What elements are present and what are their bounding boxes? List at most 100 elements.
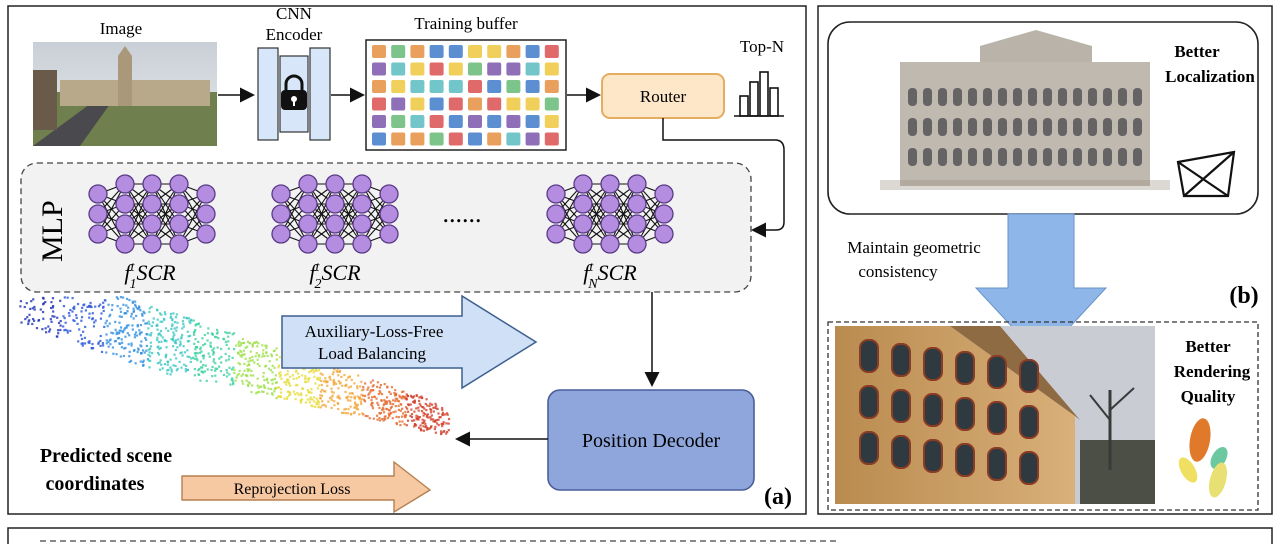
buffer-cell xyxy=(468,115,482,128)
buffer-cell xyxy=(506,115,521,128)
expert-ellipsis: ...... xyxy=(443,199,482,228)
buffer-cell xyxy=(372,132,386,146)
topn-histogram-icon xyxy=(734,71,784,117)
mlp-node xyxy=(546,204,566,224)
mlp-node xyxy=(573,194,593,214)
buffer-cell xyxy=(544,97,559,111)
buffer-cell xyxy=(544,80,559,93)
buffer-cell xyxy=(448,132,463,146)
buffer-cell xyxy=(410,80,425,93)
buffer-cell xyxy=(525,80,540,93)
mlp-node xyxy=(142,194,162,214)
mlp-node xyxy=(352,214,372,234)
gaussian-splats-icon xyxy=(1178,418,1228,498)
mlp-node xyxy=(142,214,162,234)
mlp-node xyxy=(298,234,318,254)
reconstructed-building xyxy=(880,30,1170,190)
buffer-cell xyxy=(410,132,425,146)
buffer-cell xyxy=(544,62,559,76)
buffer-cell xyxy=(372,97,386,111)
lock-icon xyxy=(281,74,307,110)
buffer-cell xyxy=(391,97,406,111)
mlp-node xyxy=(169,194,189,214)
rendered-building-photo xyxy=(835,326,1155,504)
buffer-cell xyxy=(506,45,521,58)
buffer-cell xyxy=(468,80,482,93)
buffer-cell xyxy=(429,80,444,93)
mlp-node xyxy=(546,184,566,204)
buffer-cell xyxy=(525,132,540,146)
mlp-node xyxy=(169,174,189,194)
buffer-cell xyxy=(372,45,386,58)
buffer-cell xyxy=(410,62,425,76)
mlp-node xyxy=(600,234,620,254)
mlp-network-n xyxy=(546,174,674,254)
buffer-cell xyxy=(410,45,425,58)
training-buffer xyxy=(365,39,567,151)
mlp-node xyxy=(379,224,399,244)
panel-b-tag: (b) xyxy=(1229,283,1258,309)
maintain-line1: Maintain geometric xyxy=(847,238,981,257)
buffer-cell xyxy=(525,97,540,111)
mlp-node xyxy=(573,214,593,234)
buffer-cell xyxy=(487,80,502,93)
mlp-node xyxy=(325,234,345,254)
mlp-node xyxy=(627,234,647,254)
mlp-node xyxy=(325,194,345,214)
mlp-node xyxy=(325,214,345,234)
mlp-node xyxy=(573,174,593,194)
reproj-label: Reprojection Loss xyxy=(234,481,351,498)
buffer-cell xyxy=(391,62,406,76)
buffer-cell xyxy=(487,115,502,128)
buffer-cell xyxy=(506,80,521,93)
buffer-cell xyxy=(506,97,521,111)
buffer-cell xyxy=(429,132,444,146)
reprojection-loss-arrow xyxy=(181,460,432,514)
mlp-node xyxy=(352,194,372,214)
router-label: Router xyxy=(640,87,687,106)
better-loc-line1: Better xyxy=(1174,42,1220,61)
buffer-cell xyxy=(468,132,482,146)
input-image xyxy=(33,42,217,146)
buffer-cell xyxy=(391,115,406,128)
topn-label: Top-N xyxy=(740,37,784,56)
mlp-node xyxy=(352,174,372,194)
mlp-node xyxy=(196,184,216,204)
mlp-node xyxy=(627,214,647,234)
cnn-label-line1: CNN xyxy=(276,4,312,23)
buffer-cell xyxy=(391,132,406,146)
mlp-node xyxy=(325,174,345,194)
buffer-cell xyxy=(410,115,425,128)
buffer-cell xyxy=(372,115,386,128)
mlp-node xyxy=(654,204,674,224)
better-loc-line2: Localization xyxy=(1165,67,1255,86)
position-decoder xyxy=(547,389,755,491)
buffer-cell xyxy=(391,80,406,93)
mlp-node xyxy=(271,204,291,224)
buffer-cell xyxy=(544,132,559,146)
buffer-cell xyxy=(448,80,463,93)
buffer-cell xyxy=(487,45,502,58)
buffer-cell xyxy=(429,115,444,128)
mlp-node xyxy=(88,184,108,204)
mlp-node xyxy=(88,204,108,224)
aux-label-line2: Load Balancing xyxy=(318,344,427,363)
mlp-node xyxy=(654,224,674,244)
buffer-cell xyxy=(487,62,502,76)
buffer-cell xyxy=(487,97,502,111)
buffer-cell xyxy=(544,115,559,128)
panel-c-frame xyxy=(7,527,1273,544)
cnn-label-line2: Encoder xyxy=(266,25,323,44)
buffer-cell xyxy=(372,80,386,93)
buffer-label: Training buffer xyxy=(414,14,518,33)
buffer-cell xyxy=(525,45,540,58)
rendering-box xyxy=(827,321,1259,511)
mlp-node xyxy=(600,174,620,194)
buffer-cell xyxy=(487,132,502,146)
buffer-cell xyxy=(468,97,482,111)
mlp-node xyxy=(573,234,593,254)
mlp-node xyxy=(271,184,291,204)
buffer-cell xyxy=(429,62,444,76)
